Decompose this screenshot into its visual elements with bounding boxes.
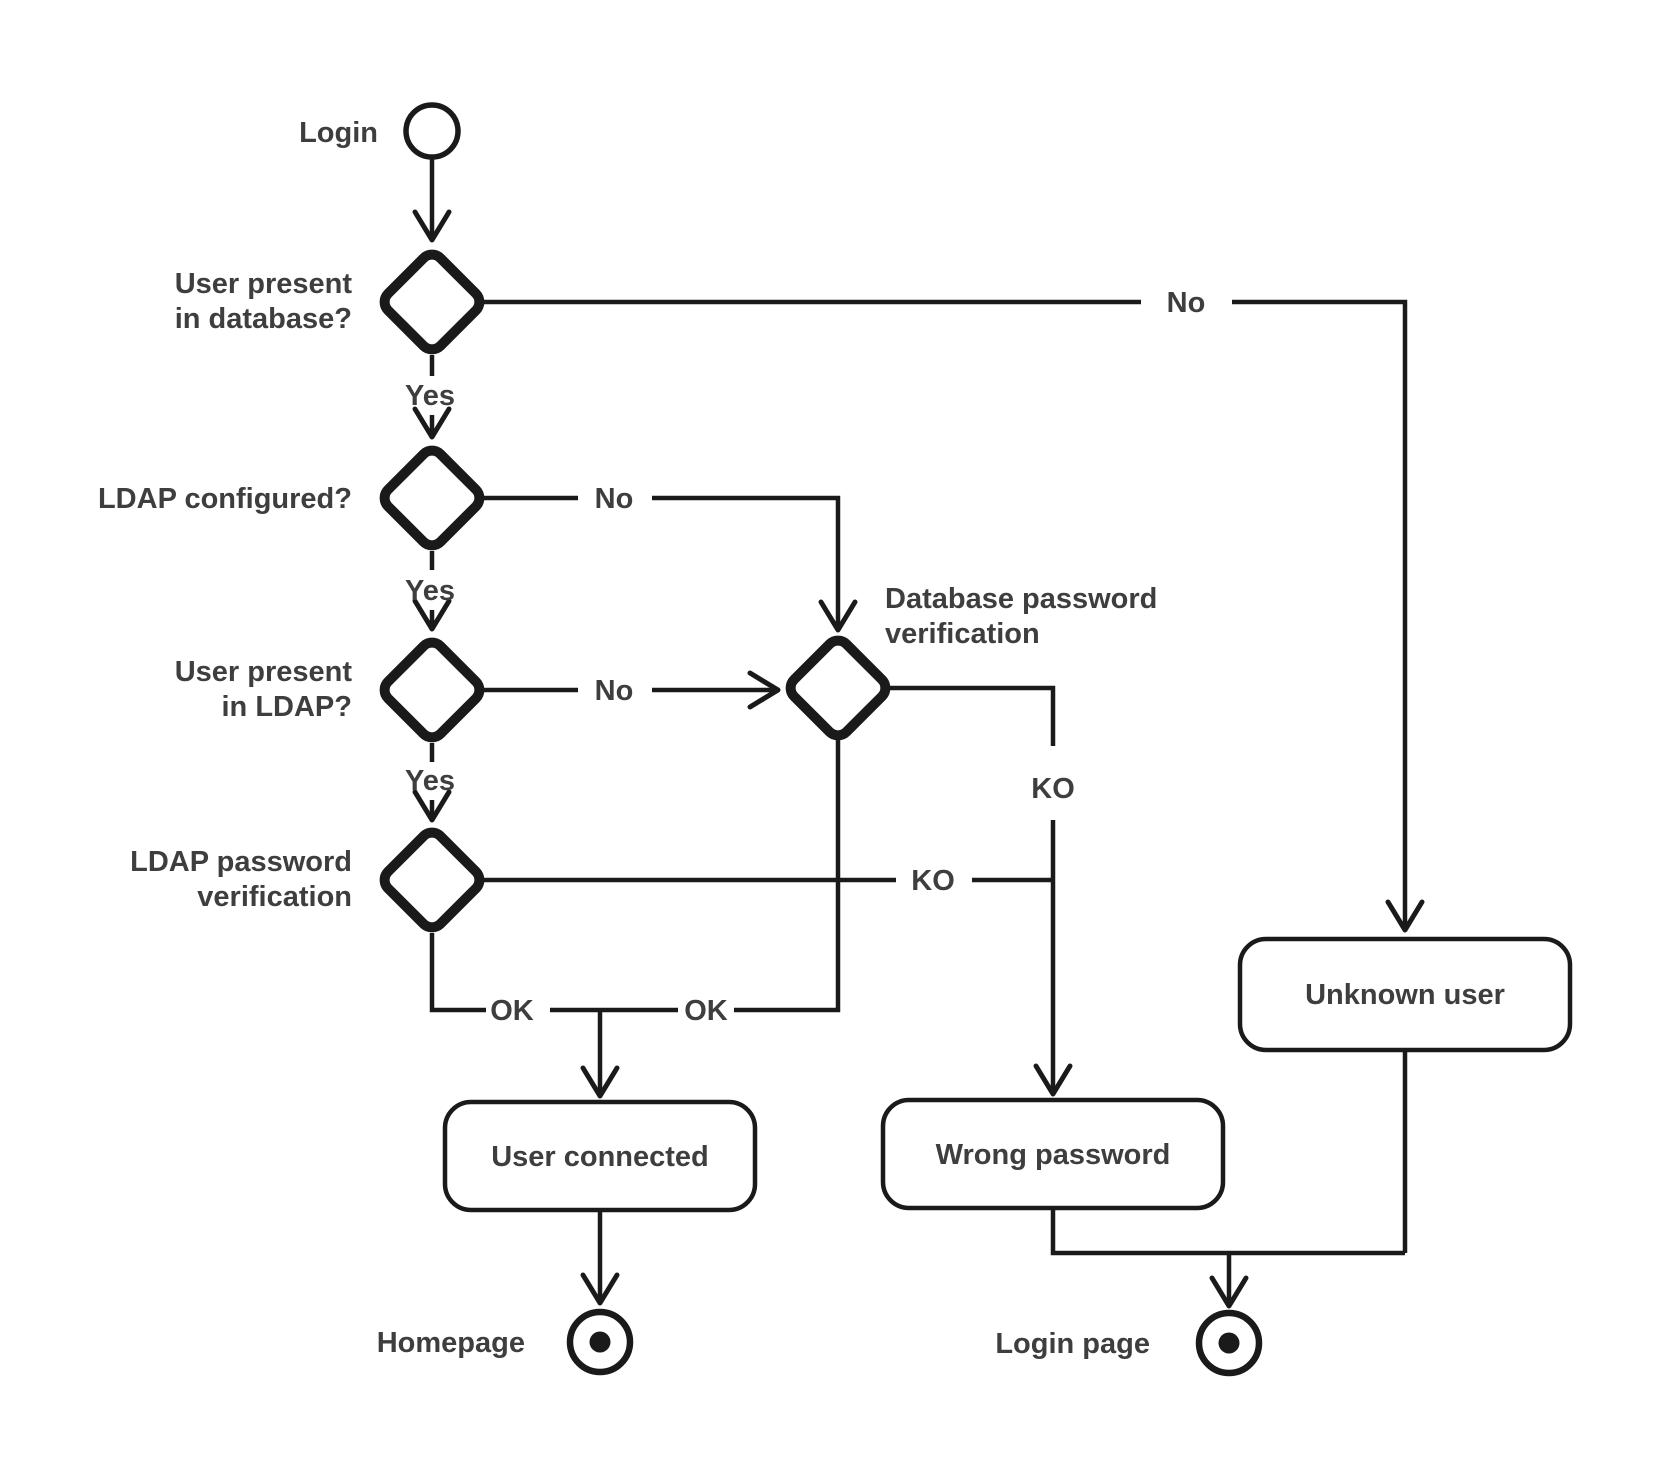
decision-ldap-configured: LDAP configured? (98, 445, 485, 551)
start-label: Login (299, 117, 378, 149)
decision-diamond (785, 635, 891, 741)
edge-label-yes-user-in-ldap: Yes (405, 765, 455, 797)
edge-d1-no-b (1232, 299, 1425, 933)
edge-d2-no-b (652, 495, 858, 633)
end-node-login-page: Login page (995, 1309, 1263, 1377)
decision-label-line2: verification (197, 881, 352, 913)
decision-diamond (379, 827, 485, 933)
activity-label: Wrong password (936, 1139, 1171, 1171)
activity-label: User connected (491, 1141, 709, 1173)
edge-wrong-password-down (1050, 1208, 1405, 1256)
decision-user-in-ldap: User present in LDAP? (175, 637, 485, 743)
decision-label-line2: in database? (175, 303, 352, 335)
start-circle (403, 102, 461, 160)
decision-diamond (379, 445, 485, 551)
decision-database-password-verification: Database password verification (785, 583, 1157, 741)
decision-label-line1: User present (175, 656, 353, 688)
edge-label-yes-ldap-configured: Yes (405, 575, 455, 607)
end-node-homepage: Homepage (377, 1308, 634, 1376)
edge-label-ok-ldap-password: OK (490, 995, 534, 1027)
end-circle-dot (589, 1331, 611, 1353)
edge-ok-c (734, 738, 841, 1013)
start-node-login: Login (299, 102, 461, 160)
edge-d5-ko-a (890, 685, 1056, 746)
activity-box (880, 1097, 1226, 1211)
edge-label-ok-db-password: OK (684, 995, 728, 1027)
edge-label-no-database: No (1167, 287, 1206, 319)
activity-box (1237, 936, 1573, 1053)
decision-label: LDAP configured? (98, 483, 352, 515)
activity-box (442, 1099, 758, 1213)
decision-diamond (379, 637, 485, 743)
decision-label-line1: User present (175, 268, 353, 300)
edge-ok-a (429, 933, 486, 1013)
edge-label-yes-database: Yes (405, 380, 455, 412)
end-circle-dot (1218, 1332, 1240, 1354)
activity-user-connected: User connected (442, 1099, 758, 1213)
edge-label-ko-ldap-password: KO (911, 865, 955, 897)
edges (412, 157, 1425, 1309)
edge-labels: No Yes No Yes No Yes KO KO OK OK (405, 287, 1205, 1027)
edge-label-no-user-in-ldap: No (595, 675, 634, 707)
activity-unknown-user: Unknown user (1237, 936, 1573, 1053)
edge-label-ko-db-password: KO (1031, 773, 1075, 805)
decision-ldap-password-verification: LDAP password verification (130, 827, 485, 933)
decision-label-line1: Database password (885, 583, 1157, 615)
end-label: Homepage (377, 1327, 525, 1359)
decision-label-line2: verification (885, 618, 1040, 650)
end-label: Login page (995, 1328, 1150, 1360)
decision-label-line1: LDAP password (130, 846, 352, 878)
edge-label-no-ldap-configured: No (595, 483, 634, 515)
decision-diamond (379, 249, 485, 355)
decision-user-in-database: User present in database? (175, 249, 485, 355)
decision-label-line2: in LDAP? (222, 691, 353, 723)
activity-label: Unknown user (1305, 979, 1505, 1011)
activity-wrong-password: Wrong password (880, 1097, 1226, 1211)
